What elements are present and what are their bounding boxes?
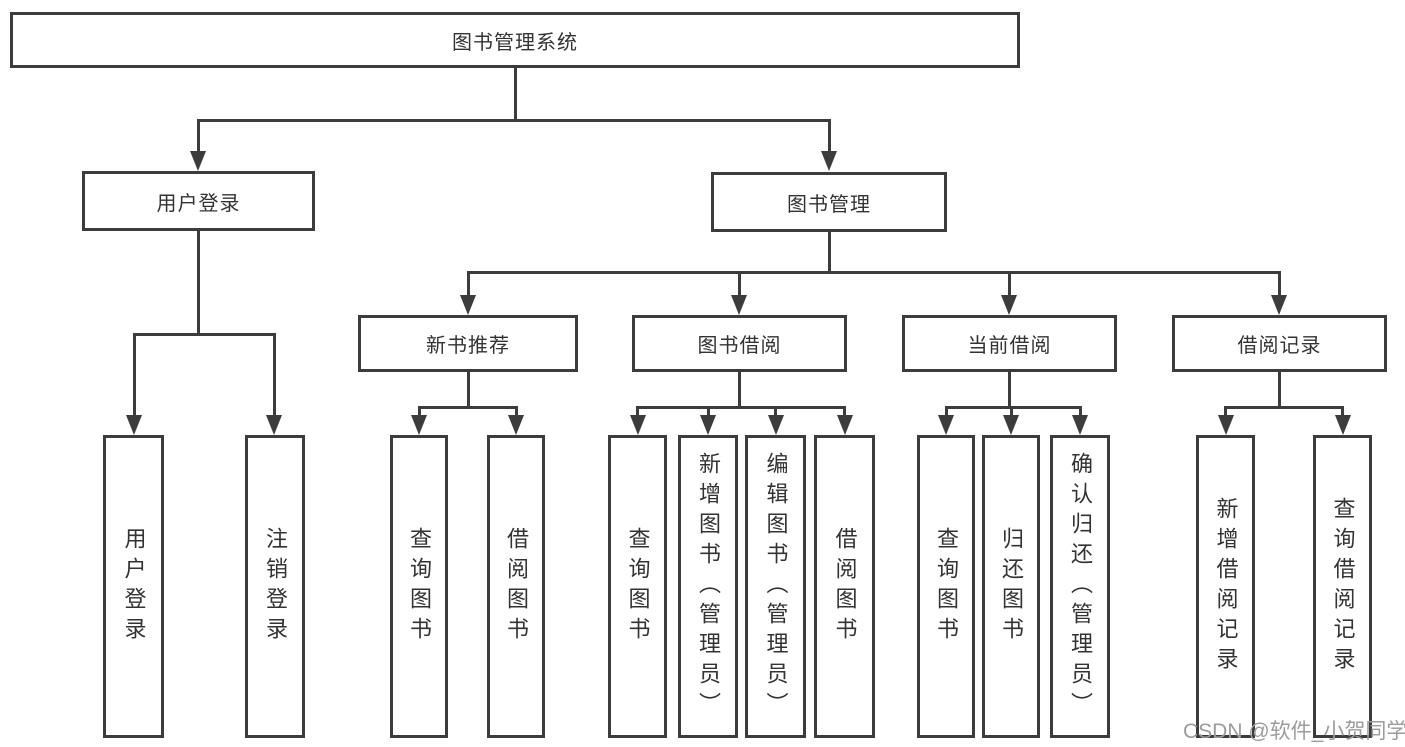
connector-line <box>1278 271 1281 297</box>
leaf-label: 查询图书 <box>934 526 959 647</box>
connector-line <box>197 229 200 336</box>
leaf-label: 新增图书（管理员） <box>696 451 721 722</box>
connector-line <box>636 406 846 409</box>
connector-line <box>774 406 777 416</box>
arrowhead-icon <box>266 415 282 435</box>
leaf-query-borrow-record: 查询借阅记录 <box>1313 435 1372 738</box>
connector-line <box>945 406 948 416</box>
leaf-label: 查询图书 <box>407 526 432 647</box>
node-label: 用户登录 <box>156 192 241 215</box>
leaf-confirm-return-admin: 确认归还（管理员） <box>1050 435 1110 738</box>
leaf-label: 新增借阅记录 <box>1213 496 1239 677</box>
arrowhead-icon <box>837 415 853 435</box>
connector-line <box>418 406 421 416</box>
node-label: 当前借阅 <box>967 335 1052 357</box>
connector-line <box>133 333 276 336</box>
arrowhead-icon <box>126 415 142 435</box>
arrowhead-icon <box>190 151 206 171</box>
arrowhead-icon <box>1003 415 1019 435</box>
arrowhead-icon <box>411 415 427 435</box>
connector-line <box>467 370 470 408</box>
connector-line <box>1010 406 1013 416</box>
connector-line <box>1224 406 1344 409</box>
node-borrowing-records: 借阅记录 <box>1172 315 1387 372</box>
connector-line <box>418 406 518 409</box>
node-book-management: 图书管理 <box>711 172 947 232</box>
leaf-add-borrow-record: 新增借阅记录 <box>1196 435 1255 738</box>
connector-line <box>945 406 1082 409</box>
node-current-borrowing: 当前借阅 <box>902 315 1117 372</box>
arrowhead-icon <box>768 415 784 435</box>
connector-line <box>707 406 710 416</box>
connector-line <box>467 271 470 297</box>
connector-line <box>1008 370 1011 408</box>
connector-line <box>843 406 846 416</box>
connector-line <box>515 406 518 416</box>
arrowhead-icon <box>1335 415 1351 435</box>
connector-line <box>467 271 1281 274</box>
node-label: 图书管理 <box>787 193 871 216</box>
arrowhead-icon <box>821 151 837 171</box>
node-label: 图书管理系统 <box>452 31 578 54</box>
leaf-query-books-current: 查询图书 <box>917 435 975 738</box>
connector-line <box>1278 370 1281 408</box>
node-label: 新书推荐 <box>426 335 510 357</box>
connector-line <box>197 119 831 122</box>
node-new-book-recommendation: 新书推荐 <box>358 315 578 372</box>
connector-line <box>197 119 200 153</box>
connector-line <box>1341 406 1344 416</box>
arrowhead-icon <box>1218 415 1234 435</box>
arrowhead-icon <box>1271 295 1287 315</box>
connector-line <box>636 406 639 416</box>
arrowhead-icon <box>1001 295 1017 315</box>
leaf-label: 借阅图书 <box>504 526 529 647</box>
leaf-add-books-admin: 新增图书（管理员） <box>678 435 738 738</box>
leaf-label: 用户登录 <box>121 526 147 647</box>
node-label: 图书借阅 <box>697 335 782 357</box>
leaf-return-books: 归还图书 <box>982 435 1040 738</box>
leaf-label: 注销登录 <box>263 526 288 647</box>
connector-line <box>1079 406 1082 416</box>
arrowhead-icon <box>1072 415 1088 435</box>
arrowhead-icon <box>630 415 646 435</box>
connector-line <box>738 271 741 297</box>
leaf-logout: 注销登录 <box>245 435 305 738</box>
leaf-user-login: 用户登录 <box>103 435 164 738</box>
node-library-management-system: 图书管理系统 <box>10 12 1020 68</box>
leaf-query-books-borrowing: 查询图书 <box>608 435 667 738</box>
arrowhead-icon <box>508 415 524 435</box>
arrowhead-icon <box>700 415 716 435</box>
connector-line <box>1224 406 1227 416</box>
connector-line <box>828 230 831 273</box>
leaf-edit-books-admin: 编辑图书（管理员） <box>745 435 806 738</box>
connector-line <box>828 119 831 153</box>
leaf-query-books-recommend: 查询图书 <box>390 435 448 738</box>
leaf-label: 查询图书 <box>625 526 651 647</box>
leaf-borrow-books-recommend: 借阅图书 <box>487 435 545 738</box>
connector-line <box>1008 271 1011 297</box>
connector-line <box>273 333 276 415</box>
node-label: 借阅记录 <box>1237 335 1322 357</box>
arrowhead-icon <box>938 415 954 435</box>
node-user-login: 用户登录 <box>82 171 315 231</box>
leaf-label: 查询借阅记录 <box>1330 496 1356 677</box>
watermark-text: CSDN @软件_小贺同学 <box>1183 720 1405 743</box>
leaf-borrow-books: 借阅图书 <box>814 435 875 738</box>
leaf-label: 借阅图书 <box>832 526 858 647</box>
connector-line <box>133 333 136 415</box>
leaf-label: 确认归还（管理员） <box>1068 451 1093 722</box>
connector-line <box>514 66 517 121</box>
arrowhead-icon <box>731 295 747 315</box>
node-book-borrowing: 图书借阅 <box>632 315 847 372</box>
arrowhead-icon <box>460 295 476 315</box>
leaf-label: 编辑图书（管理员） <box>763 451 789 722</box>
leaf-label: 归还图书 <box>999 526 1024 647</box>
connector-line <box>738 370 741 408</box>
